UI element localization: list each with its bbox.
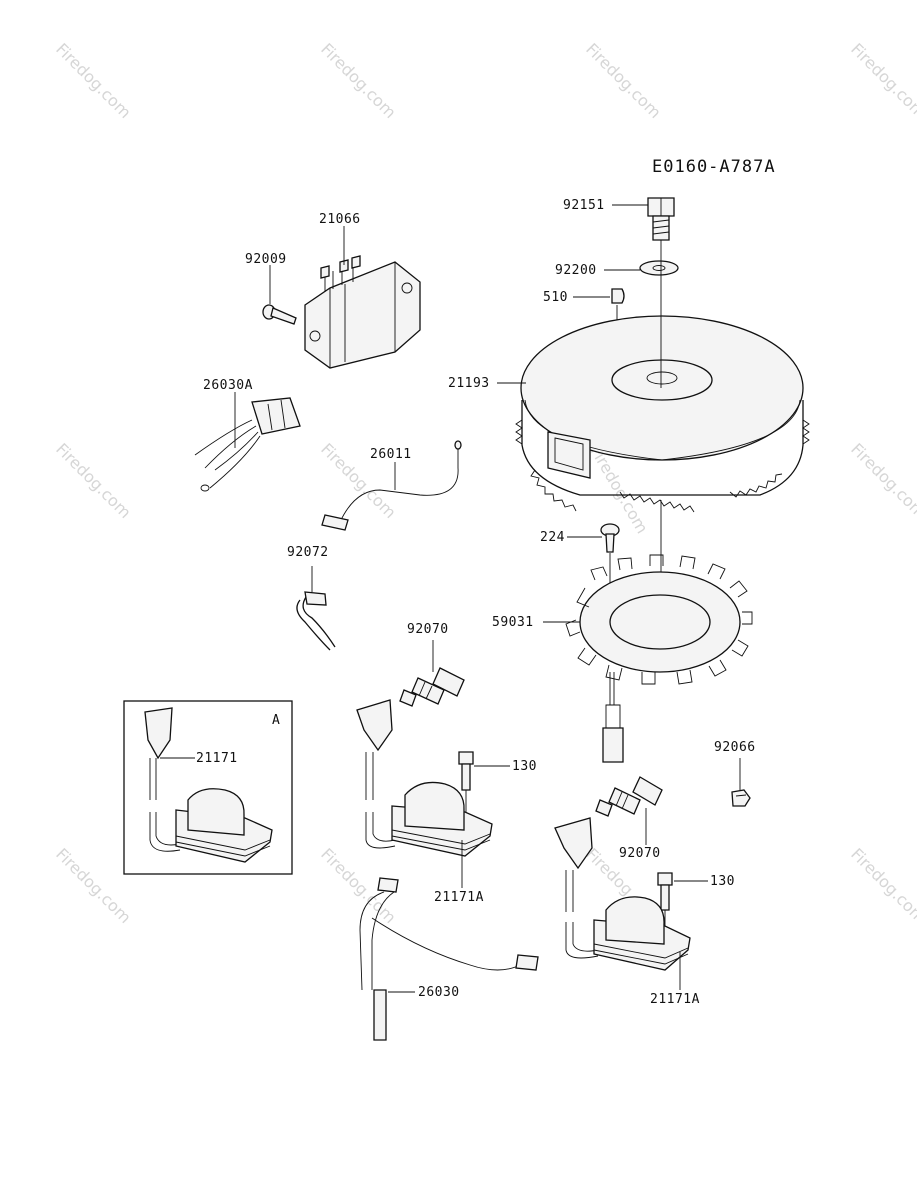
part-label-130-left[interactable]: 130 xyxy=(512,759,537,774)
flywheel-21193[interactable] xyxy=(515,315,810,513)
key-510[interactable] xyxy=(611,288,625,304)
diagram-id: E0160-A787A xyxy=(652,157,776,177)
lead-wire-26011[interactable] xyxy=(321,440,462,531)
part-label-510[interactable]: 510 xyxy=(543,290,568,305)
part-label-92066[interactable]: 92066 xyxy=(714,740,756,755)
watermark: Firedog.com xyxy=(847,439,917,522)
watermark: Firedog.com xyxy=(52,39,135,122)
connector-harness-26030a[interactable] xyxy=(194,397,301,492)
watermark: Firedog.com xyxy=(847,39,917,122)
watermark: Firedog.com xyxy=(52,439,135,522)
part-label-21171a-left[interactable]: 21171A xyxy=(434,890,484,905)
bolt-92009[interactable] xyxy=(262,304,297,325)
ignition-coil-21171a-left[interactable] xyxy=(356,699,493,857)
part-label-92070-right[interactable]: 92070 xyxy=(619,846,661,861)
ignition-coil-21171a-right[interactable] xyxy=(554,817,691,971)
part-label-26030a[interactable]: 26030A xyxy=(203,378,253,393)
part-label-26030[interactable]: 26030 xyxy=(418,985,460,1000)
part-label-92200[interactable]: 92200 xyxy=(555,263,597,278)
watermark: Firedog.com xyxy=(582,39,665,122)
part-label-224[interactable]: 224 xyxy=(540,530,565,545)
screw-224[interactable] xyxy=(600,523,620,553)
part-label-92009[interactable]: 92009 xyxy=(245,252,287,267)
part-label-21171a-right[interactable]: 21171A xyxy=(650,992,700,1007)
nut-92066[interactable] xyxy=(731,789,751,807)
bolt-130-right[interactable] xyxy=(657,872,673,911)
part-label-92072[interactable]: 92072 xyxy=(287,545,329,560)
watermark: Firedog.com xyxy=(317,39,400,122)
part-label-59031[interactable]: 59031 xyxy=(492,615,534,630)
watermark-layer: Firedog.com Firedog.com Firedog.com Fire… xyxy=(52,39,917,927)
part-label-21171[interactable]: 21171 xyxy=(196,751,238,766)
spark-plug-92070-left[interactable] xyxy=(399,667,465,707)
part-label-130-right[interactable]: 130 xyxy=(710,874,735,889)
regulator-21066[interactable] xyxy=(304,255,421,369)
ignition-coil-21171[interactable] xyxy=(144,707,273,863)
watermark: Firedog.com xyxy=(847,844,917,927)
spark-plug-92070-right[interactable] xyxy=(595,776,663,817)
stator-59031[interactable] xyxy=(565,554,753,763)
inset-label: A xyxy=(272,713,280,728)
inset-box-a: A xyxy=(123,700,293,875)
bolt-92151[interactable] xyxy=(647,197,675,241)
part-label-92151[interactable]: 92151 xyxy=(563,198,605,213)
clamp-92072[interactable] xyxy=(296,591,336,651)
part-label-92070-left[interactable]: 92070 xyxy=(407,622,449,637)
bolt-130-left[interactable] xyxy=(458,751,474,791)
part-label-26011[interactable]: 26011 xyxy=(370,447,412,462)
washer-92200[interactable] xyxy=(639,260,679,276)
part-label-21193[interactable]: 21193 xyxy=(448,376,490,391)
part-label-21066[interactable]: 21066 xyxy=(319,212,361,227)
watermark: Firedog.com xyxy=(52,844,135,927)
harness-26030[interactable] xyxy=(359,877,539,1041)
